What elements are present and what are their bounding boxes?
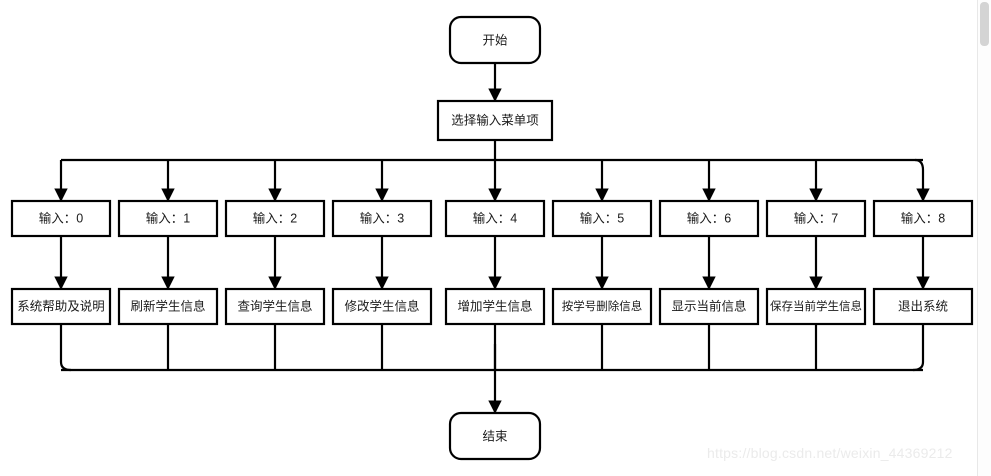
node-input-3[interactable]: 输入：3 [331, 199, 433, 238]
node-action-4[interactable]: 增加学生信息 [444, 287, 546, 326]
node-end[interactable]: 结束 [448, 411, 542, 461]
node-action-5-shape [551, 287, 653, 326]
node-input-0-shape [10, 199, 112, 238]
node-action-6-shape [658, 287, 760, 326]
action-row: 系统帮助及说明 刷新学生信息 查询学生信息 修改学生信息 增加学生信息 按学号删… [10, 287, 974, 326]
node-action-3-label: 修改学生信息 [344, 298, 419, 313]
node-input-1-label: 输入：1 [146, 210, 191, 225]
node-menu[interactable]: 选择输入菜单项 [436, 99, 554, 142]
node-start-shape [448, 15, 542, 65]
node-action-6-label: 显示当前信息 [671, 298, 746, 313]
node-input-3-shape [331, 199, 433, 238]
vertical-scrollbar-track[interactable] [977, 0, 991, 476]
node-input-8-label: 输入：8 [901, 210, 946, 225]
node-action-7-label: 保存当前学生信息 [770, 299, 862, 313]
watermark-text: https://blog.csdn.net/weixin_44369212 [707, 445, 953, 461]
node-input-7-label: 输入：7 [794, 210, 839, 225]
node-start[interactable]: 开始 [448, 15, 542, 65]
node-input-5-label: 输入：5 [580, 210, 625, 225]
node-input-1[interactable]: 输入：1 [117, 199, 219, 238]
node-action-0[interactable]: 系统帮助及说明 [10, 287, 112, 326]
edge-bus-to-input-8 [914, 158, 930, 202]
node-end-label: 结束 [482, 429, 508, 443]
node-action-4-shape [444, 287, 546, 326]
node-input-4-label: 输入：4 [473, 210, 518, 225]
node-input-8-shape [872, 199, 974, 238]
node-action-1-shape [117, 287, 219, 326]
node-input-7-shape [765, 199, 867, 238]
node-input-3-label: 输入：3 [360, 210, 405, 225]
node-input-5[interactable]: 输入：5 [551, 199, 653, 238]
node-menu-label: 选择输入菜单项 [451, 112, 539, 127]
node-action-8[interactable]: 退出系统 [872, 287, 974, 326]
node-input-0[interactable]: 输入：0 [10, 199, 112, 238]
node-action-8-shape [872, 287, 974, 326]
edge-action-0-to-merge [59, 324, 72, 372]
node-start-label: 开始 [482, 33, 508, 47]
node-input-2[interactable]: 输入：2 [224, 199, 326, 238]
node-action-0-label: 系统帮助及说明 [17, 298, 105, 313]
node-action-3[interactable]: 修改学生信息 [331, 287, 433, 326]
node-end-shape [448, 411, 542, 461]
node-input-5-shape [551, 199, 653, 238]
node-input-2-label: 输入：2 [253, 210, 298, 225]
node-input-0-label: 输入：0 [39, 210, 84, 225]
node-input-1-shape [117, 199, 219, 238]
node-input-4[interactable]: 输入：4 [444, 199, 546, 238]
node-action-5[interactable]: 按学号删除信息 [551, 287, 653, 326]
vertical-scrollbar-thumb[interactable] [980, 2, 989, 46]
node-action-1-label: 刷新学生信息 [130, 298, 205, 313]
node-action-7[interactable]: 保存当前学生信息 [765, 287, 867, 326]
node-action-0-shape [10, 287, 112, 326]
node-input-6[interactable]: 输入：6 [658, 199, 760, 238]
node-action-2[interactable]: 查询学生信息 [224, 287, 326, 326]
node-action-3-shape [331, 287, 433, 326]
node-input-6-label: 输入：6 [687, 210, 732, 225]
node-action-6[interactable]: 显示当前信息 [658, 287, 760, 326]
node-action-1[interactable]: 刷新学生信息 [117, 287, 219, 326]
node-input-6-shape [658, 199, 760, 238]
node-action-2-label: 查询学生信息 [237, 298, 312, 313]
node-menu-shape [436, 99, 554, 142]
node-action-5-label: 按学号删除信息 [562, 299, 643, 313]
node-input-8[interactable]: 输入：8 [872, 199, 974, 238]
connector-layer [54, 63, 930, 414]
node-action-4-label: 增加学生信息 [457, 298, 532, 313]
node-action-2-shape [224, 287, 326, 326]
node-action-7-shape [765, 287, 867, 326]
node-input-4-shape [444, 199, 546, 238]
node-action-8-label: 退出系统 [898, 299, 948, 313]
edge-action-8-to-merge [912, 324, 925, 372]
node-input-7[interactable]: 输入：7 [765, 199, 867, 238]
node-input-2-shape [224, 199, 326, 238]
input-row: 输入：0 输入：1 输入：2 输入：3 输入：4 输入：5 [10, 199, 974, 238]
